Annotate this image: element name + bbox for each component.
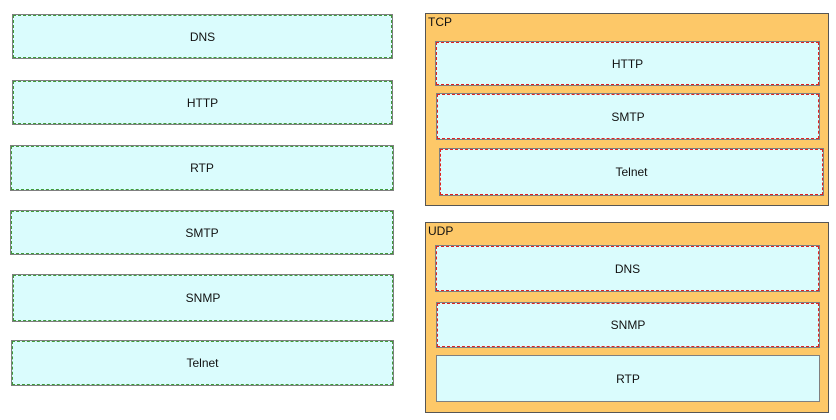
source-item-label: RTP <box>190 161 214 175</box>
target-item-label: SNMP <box>610 318 646 332</box>
udp-item-rtp[interactable]: RTP <box>436 355 820 402</box>
target-item-label: HTTP <box>611 56 644 71</box>
source-item-snmp[interactable]: SNMP <box>12 274 394 322</box>
source-item-label: Telnet <box>186 356 219 370</box>
tcp-item-smtp[interactable]: SMTP <box>436 93 820 140</box>
source-item-label: SNMP <box>185 291 221 305</box>
target-item-label: Telnet <box>615 165 648 179</box>
tcp-item-telnet[interactable]: Telnet <box>439 148 824 196</box>
source-item-dns[interactable]: DNS <box>12 14 393 59</box>
group-label-udp: UDP <box>428 224 454 238</box>
udp-item-dns[interactable]: DNS <box>435 245 820 292</box>
group-label-tcp: TCP <box>428 15 452 29</box>
target-group-tcp[interactable]: TCP HTTP SMTP Telnet <box>425 13 829 206</box>
target-item-label: SMTP <box>611 109 645 124</box>
target-item-label: RTP <box>616 371 640 386</box>
source-item-rtp[interactable]: RTP <box>10 145 394 191</box>
target-group-udp[interactable]: UDP DNS SNMP RTP <box>425 222 829 413</box>
source-item-label: HTTP <box>186 95 219 110</box>
udp-item-snmp[interactable]: SNMP <box>436 302 820 348</box>
source-item-label: DNS <box>189 29 216 44</box>
source-item-telnet[interactable]: Telnet <box>11 340 394 386</box>
source-item-http[interactable]: HTTP <box>12 80 393 125</box>
tcp-item-http[interactable]: HTTP <box>435 41 820 86</box>
source-item-smtp[interactable]: SMTP <box>10 210 394 255</box>
target-item-label: DNS <box>614 261 641 276</box>
source-item-label: SMTP <box>185 225 219 240</box>
